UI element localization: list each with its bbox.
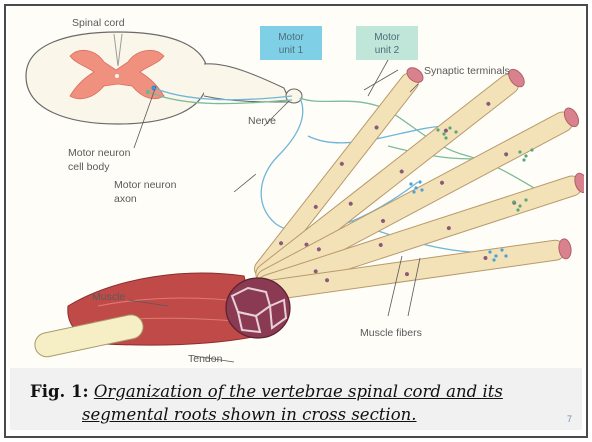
caption-line-1: Fig. 1: Organization of the vertebrae sp… xyxy=(30,382,503,401)
motor-unit-1-label-line2: unit 1 xyxy=(279,45,304,56)
synaptic-terminals-label: Synaptic terminals xyxy=(424,65,510,77)
motor-neuron-axon-label-line2: axon xyxy=(114,193,137,205)
motor-neuron-cell-body-label-line2: cell body xyxy=(68,161,110,173)
muscle-label: Muscle xyxy=(92,291,125,303)
figure-caption: Fig. 1: Organization of the vertebrae sp… xyxy=(10,368,582,430)
nerve-label: Nerve xyxy=(248,115,276,127)
motor-unit-1-label-line1: Motor xyxy=(278,32,304,43)
central-canal xyxy=(115,74,119,78)
caption-label: Fig. 1: xyxy=(30,382,89,401)
motor-unit-2-label-line2: unit 2 xyxy=(375,45,400,56)
motor-neuron-axon-label-line1: Motor neuron xyxy=(114,179,177,191)
page-number: 7 xyxy=(567,414,572,424)
caption-text-line-2: segmental roots shown in cross section. xyxy=(82,405,417,424)
motor-unit-diagram: Motor unit 1 Motor unit 2 xyxy=(8,6,584,368)
motor-unit-2-label-line1: Motor xyxy=(374,32,400,43)
caption-text-line-1: Organization of the vertebrae spinal cor… xyxy=(94,382,503,401)
motor-neuron-cell-body-label-line1: Motor neuron xyxy=(68,147,131,159)
muscle-fibers-label: Muscle fibers xyxy=(360,327,422,339)
spinal-cord-label: Spinal cord xyxy=(72,17,125,29)
tendon-label: Tendon xyxy=(188,353,223,365)
